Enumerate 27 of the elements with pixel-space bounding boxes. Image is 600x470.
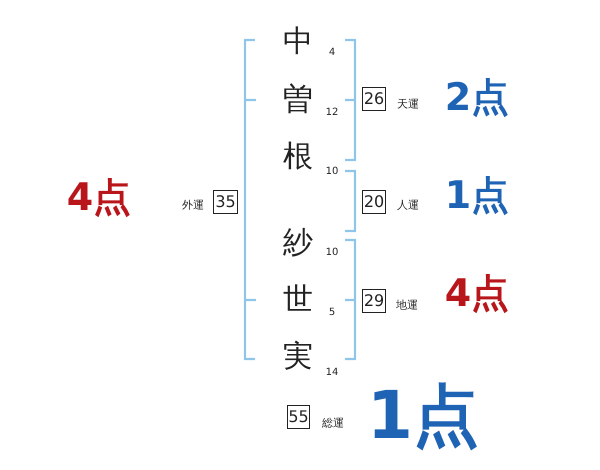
stroke-count: 14 <box>326 368 338 378</box>
score-text: 2点 <box>444 78 510 116</box>
number-box: 35 <box>213 190 238 214</box>
fortune-label: 外運 <box>182 200 204 210</box>
score-text: 1点 <box>444 176 510 214</box>
score-text: 1点 <box>367 383 479 449</box>
stroke-count: 12 <box>326 108 338 118</box>
name-character: 根 <box>283 142 313 172</box>
score-text: 4点 <box>66 178 132 216</box>
fortune-label: 天運 <box>397 98 419 110</box>
stroke-count: 4 <box>328 48 336 58</box>
fortune-label: 総運 <box>322 418 344 428</box>
fortune-label: 地運 <box>396 300 418 310</box>
fortune-label: 人運 <box>397 200 419 210</box>
name-character: 実 <box>283 342 313 372</box>
number-box: 55 <box>287 405 310 429</box>
number-box: 26 <box>362 87 386 111</box>
name-character: 曽 <box>283 85 313 115</box>
stroke-count: 10 <box>326 248 338 258</box>
stroke-count: 10 <box>326 167 338 177</box>
number-box: 29 <box>362 289 386 313</box>
score-text: 4点 <box>444 274 510 312</box>
number-box: 20 <box>362 190 386 214</box>
stroke-count: 5 <box>328 308 336 318</box>
name-character: 紗 <box>283 228 313 258</box>
name-character: 世 <box>283 285 313 315</box>
name-character: 中 <box>283 27 313 57</box>
